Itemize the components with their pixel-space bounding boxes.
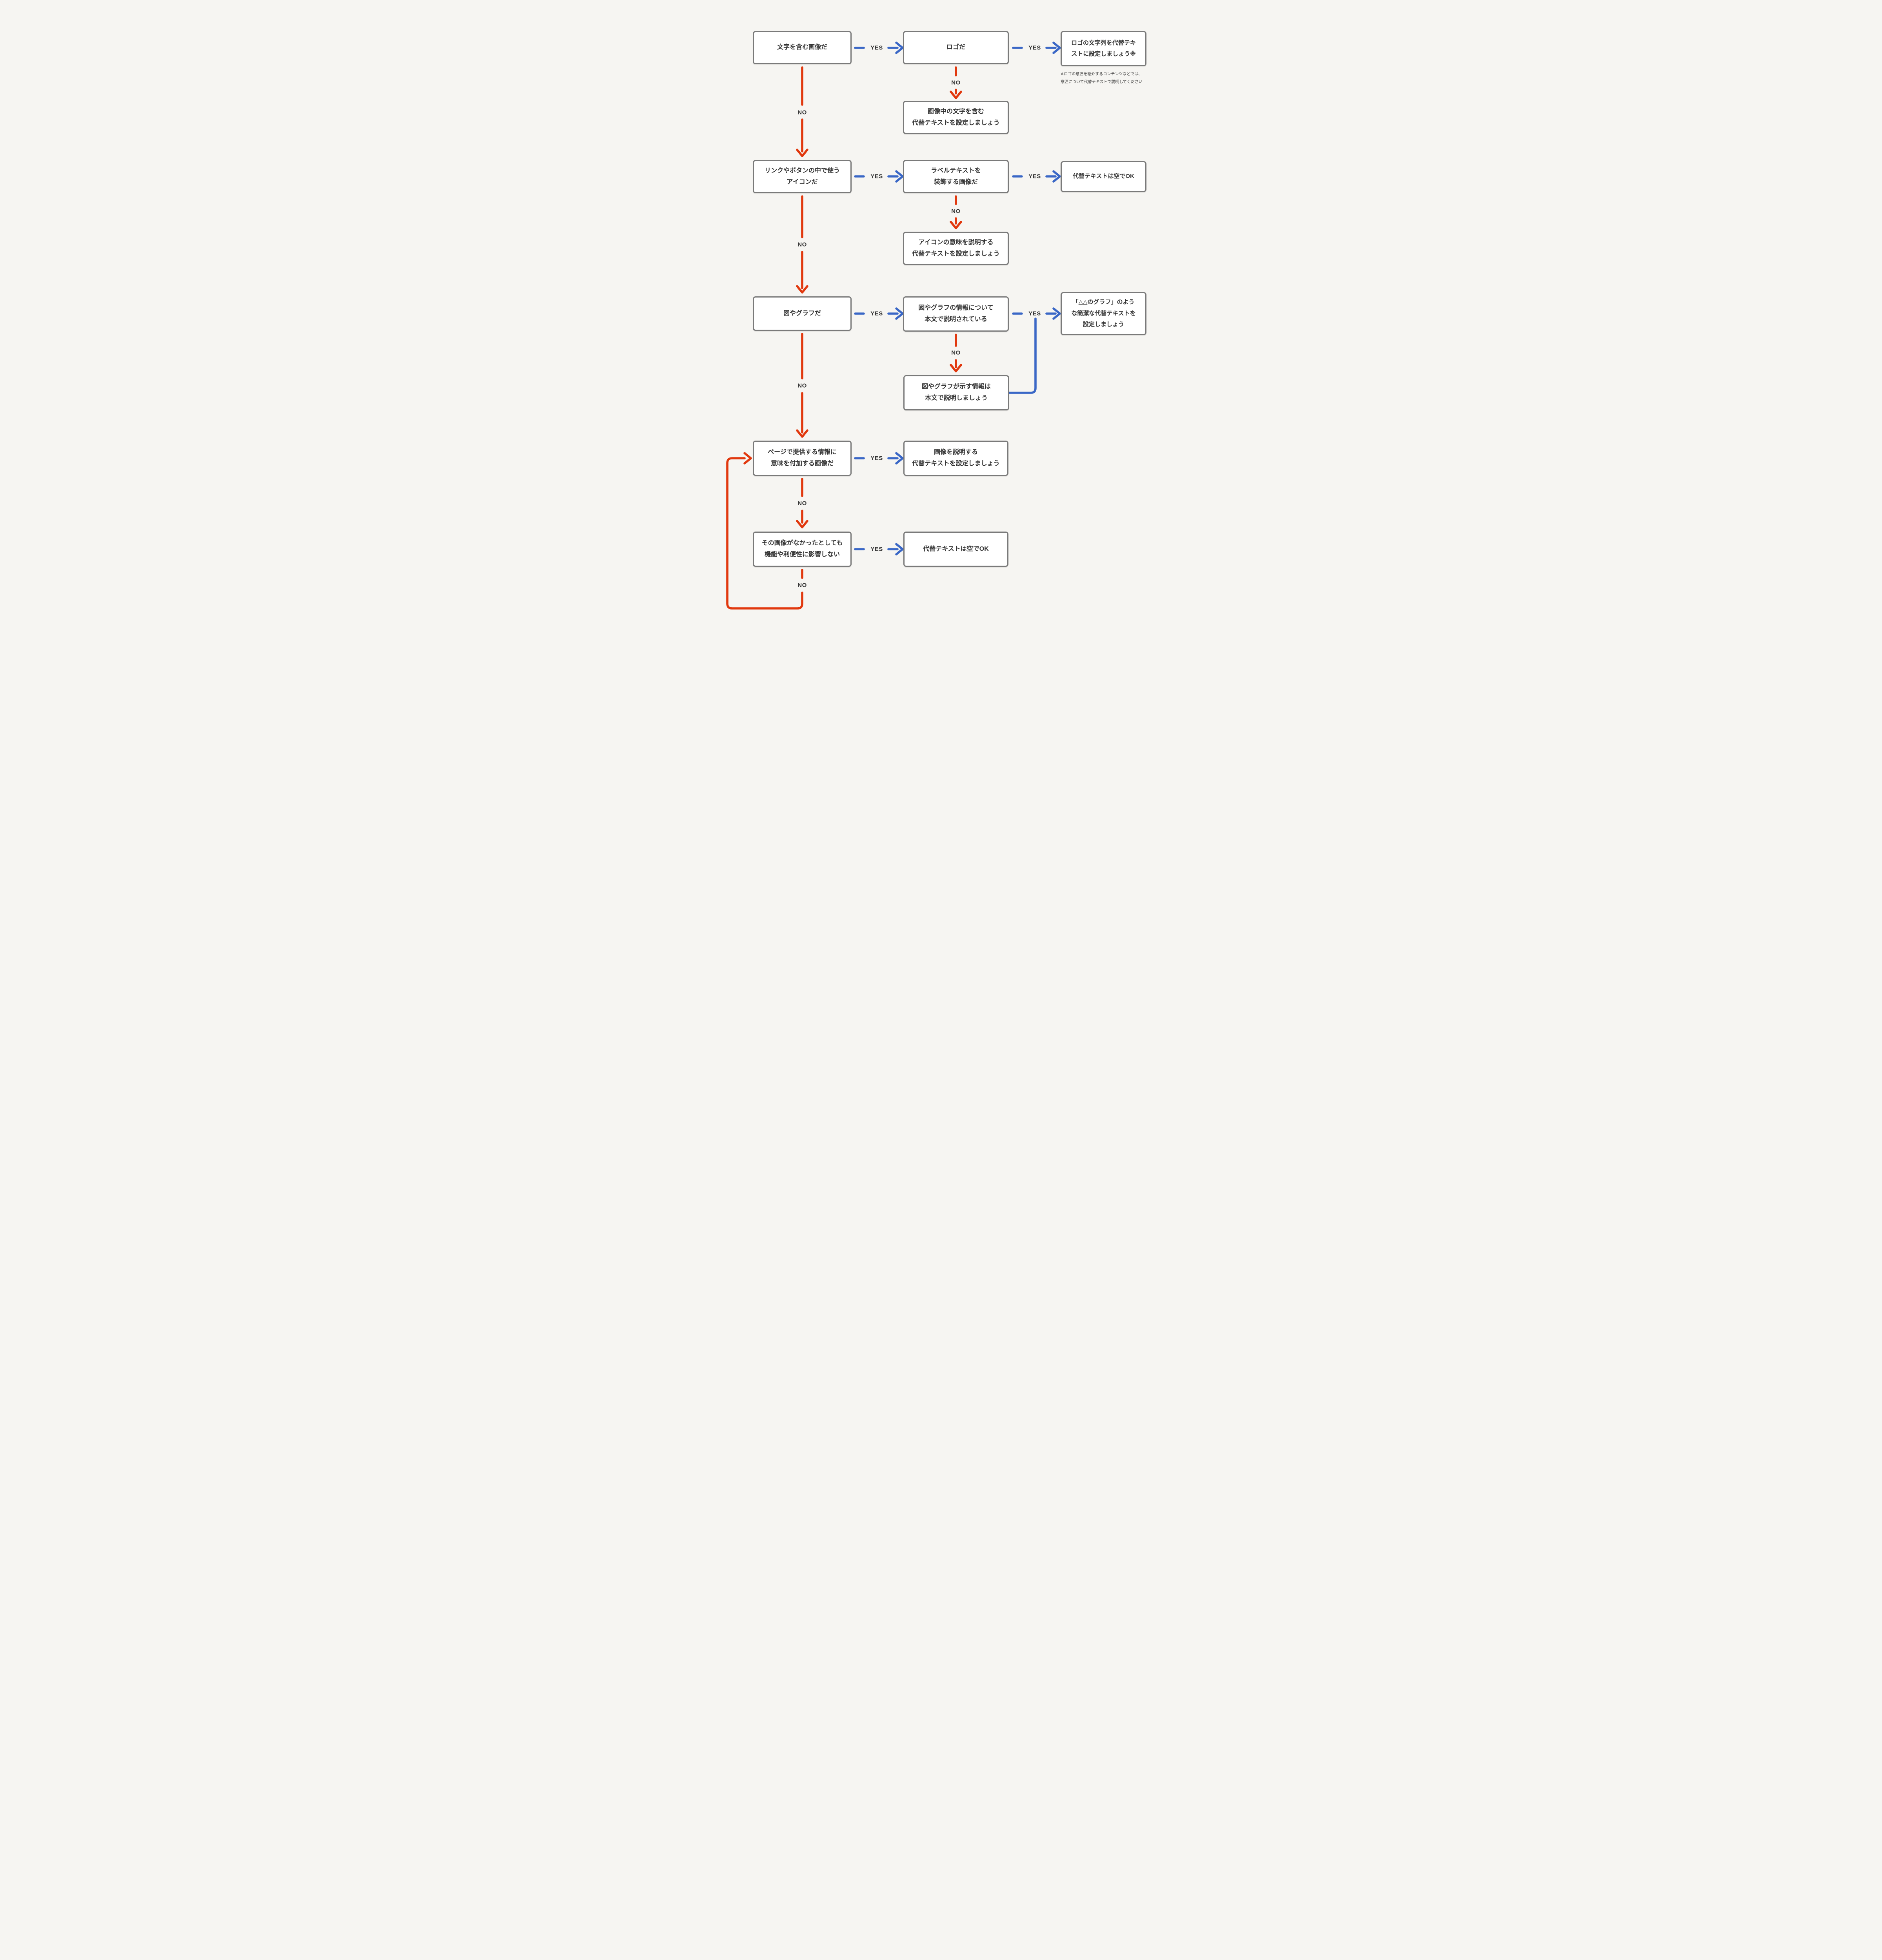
yes-arrow-adds-meaning-to-describe xyxy=(854,452,904,465)
box-text: 図やグラフの情報について xyxy=(918,305,994,312)
box-text: 設定しましょう xyxy=(1083,321,1124,328)
no-label: NO xyxy=(797,382,807,389)
box-text: リンクやボタンの中で使う xyxy=(764,167,840,174)
no-arrow-explained-to-explain-body xyxy=(950,334,962,372)
box-text: 文字を含む画像だ xyxy=(777,44,827,51)
flowchart-arrows xyxy=(726,42,1061,610)
no-arrow-logo-to-image-text-alt xyxy=(950,66,962,99)
box-image-text-alt: 画像中の文字を含む 代替テキストを設定しましょう xyxy=(903,101,1009,134)
box-text: ストに設定しましょう※ xyxy=(1071,51,1136,57)
no-loop-arrow-back-to-adds-meaning xyxy=(726,452,803,610)
box-text: 図やグラフだ xyxy=(783,310,821,317)
box-text: 機能や利便性に影響しない xyxy=(764,551,840,558)
box-figure-graph: 図やグラフだ xyxy=(753,296,852,331)
box-no-impact: その画像がなかったとしても 機能や利便性に影響しない xyxy=(753,532,852,567)
yes-arrow-no-impact-to-empty-ok xyxy=(854,543,904,555)
box-describe-image-alt: 画像を説明する 代替テキストを設定しましょう xyxy=(903,441,1008,476)
yes-label: YES xyxy=(870,44,883,51)
footnote: ※ロゴの意匠を紹介するコンテンツなどでは、 意匠について代替テキストで説明してく… xyxy=(1061,71,1143,86)
box-text: アイコンだ xyxy=(787,178,818,185)
box-icon-in-link: リンクやボタンの中で使う アイコンだ xyxy=(753,160,852,193)
flowchart-canvas: 文字を含む画像だ ロゴだ ロゴの文字列を代替テキ ストに設定しましょう※ ※ロゴ… xyxy=(706,0,1176,652)
yes-arrow-icon-to-decorative xyxy=(854,170,904,183)
box-text: 本文で説明しましょう xyxy=(925,395,988,401)
no-label: NO xyxy=(797,500,807,507)
box-text: 画像中の文字を含む xyxy=(927,108,984,115)
box-icon-meaning-alt: アイコンの意味を説明する 代替テキストを設定しましょう xyxy=(903,232,1009,265)
no-arrow-figure-to-adds-meaning xyxy=(796,333,808,438)
no-arrow-text-image-to-icon xyxy=(796,66,808,157)
box-figure-explained: 図やグラフの情報について 本文で説明されている xyxy=(903,296,1009,332)
box-logo: ロゴだ xyxy=(903,31,1009,64)
box-text: な簡潔な代替テキストを xyxy=(1071,310,1136,317)
no-label: NO xyxy=(797,109,807,116)
box-text: ロゴの文字列を代替テキ xyxy=(1071,39,1136,46)
no-arrow-adds-meaning-to-no-impact xyxy=(796,478,808,528)
no-label: NO xyxy=(797,582,807,589)
box-text: 代替テキストは空でOK xyxy=(1072,173,1135,180)
box-text: 「△△のグラフ」のよう xyxy=(1072,299,1135,306)
box-text: 装飾する画像だ xyxy=(934,178,978,185)
yes-arrow-explained-to-simple-alt xyxy=(1012,307,1061,320)
footnote-line: ※ロゴの意匠を紹介するコンテンツなどでは、 xyxy=(1061,72,1143,76)
no-arrow-decorative-to-icon-meaning xyxy=(950,195,962,229)
box-text: 代替テキストを設定しましょう xyxy=(912,250,1000,257)
box-text: ページで提供する情報に xyxy=(768,449,837,456)
box-empty-alt-ok-2: 代替テキストは空でOK xyxy=(903,532,1008,567)
yes-arrow-logo-to-logo-alt xyxy=(1012,42,1061,54)
yes-label: YES xyxy=(1028,310,1041,317)
yes-arrow-figure-to-explained xyxy=(854,307,904,320)
yes-label: YES xyxy=(870,310,883,317)
no-label: NO xyxy=(951,349,961,356)
yes-label: YES xyxy=(870,455,883,462)
box-text: その画像がなかったとしても xyxy=(761,540,843,547)
box-adds-meaning: ページで提供する情報に 意味を付加する画像だ xyxy=(753,441,852,476)
blue-connector-explain-body-to-simple-alt xyxy=(1008,318,1037,394)
box-logo-alt: ロゴの文字列を代替テキ ストに設定しましょう※ xyxy=(1061,31,1146,66)
box-text: 図やグラフが示す情報は xyxy=(921,383,991,390)
box-text: 代替テキストを設定しましょう xyxy=(912,460,1000,467)
box-figure-simple-alt: 「△△のグラフ」のよう な簡潔な代替テキストを 設定しましょう xyxy=(1061,292,1146,335)
no-label: NO xyxy=(951,79,961,86)
box-text: アイコンの意味を説明する xyxy=(918,239,994,246)
box-decorative-label: ラベルテキストを 装飾する画像だ xyxy=(903,160,1009,193)
yes-label: YES xyxy=(1028,173,1041,180)
no-label: NO xyxy=(797,241,807,248)
no-label: NO xyxy=(951,208,961,215)
box-text: 本文で説明されている xyxy=(925,316,987,323)
box-figure-explain-body: 図やグラフが示す情報は 本文で説明しましょう xyxy=(903,375,1009,410)
yes-label: YES xyxy=(1028,44,1041,51)
yes-arrow-decorative-to-empty-ok xyxy=(1012,170,1061,183)
yes-label: YES xyxy=(870,173,883,180)
yes-arrow-text-image-to-logo xyxy=(854,42,904,54)
box-text: 画像を説明する xyxy=(934,449,978,456)
box-text-image: 文字を含む画像だ xyxy=(753,31,852,64)
box-text: ラベルテキストを xyxy=(931,167,981,174)
box-text: 意味を付加する画像だ xyxy=(770,460,834,467)
no-arrow-icon-to-figure xyxy=(796,195,808,294)
box-text: 代替テキストは空でOK xyxy=(923,545,989,552)
box-text: 代替テキストを設定しましょう xyxy=(912,119,1000,126)
yes-label: YES xyxy=(870,546,883,553)
box-empty-alt-ok-1: 代替テキストは空でOK xyxy=(1061,161,1146,192)
box-text: ロゴだ xyxy=(946,44,965,51)
footnote-line: 意匠について代替テキストで説明してください xyxy=(1061,80,1143,84)
